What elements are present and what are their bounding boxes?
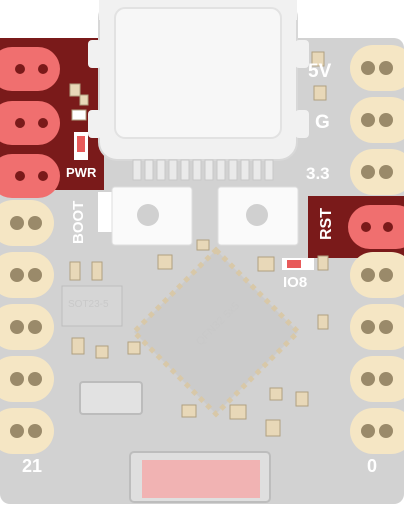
label-io8: IO8	[283, 274, 308, 291]
crystal	[79, 381, 143, 415]
smd-components	[69, 51, 329, 437]
label-3v3: 3.3	[306, 164, 330, 183]
left-header-pins	[0, 200, 54, 454]
label-pwr: PWR	[66, 165, 97, 180]
label-rst: RST	[318, 208, 335, 240]
power-led	[74, 132, 88, 160]
rst-pin-highlighted	[348, 205, 404, 249]
regulator-chip	[61, 285, 123, 327]
io8-led	[282, 258, 314, 270]
regulator-marking: SOT23-5	[68, 299, 109, 310]
label-pin-0: 0	[367, 456, 378, 476]
label-gnd: G	[315, 112, 330, 133]
label-5v: 5V	[308, 61, 332, 82]
reset-button[interactable]	[217, 186, 299, 246]
label-pin-21: 21	[22, 456, 43, 476]
boot-button[interactable]	[98, 186, 193, 246]
usb-c-connector	[88, 0, 309, 181]
left-header-highlighted	[0, 47, 60, 198]
right-header-pins	[350, 45, 404, 454]
label-boot: BOOT	[70, 200, 87, 244]
bottom-connector	[129, 451, 271, 503]
